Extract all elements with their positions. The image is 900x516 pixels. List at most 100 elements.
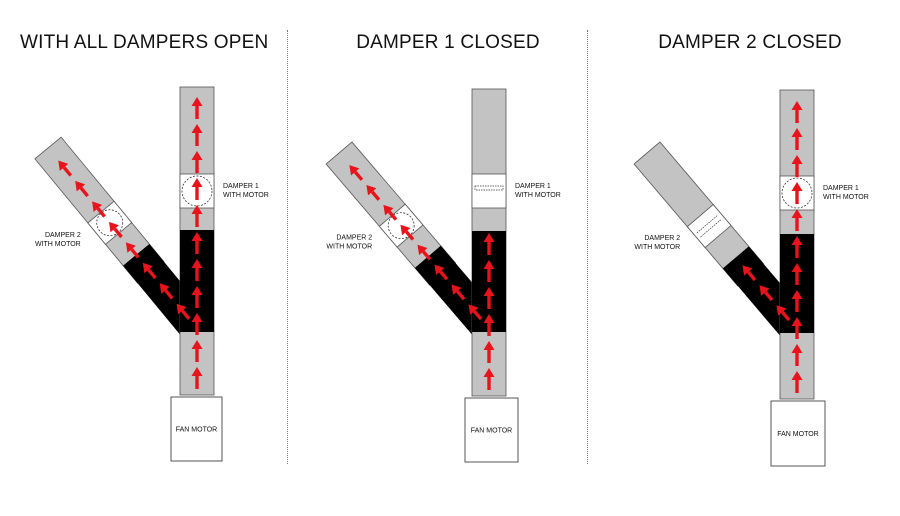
damper-1-label: DAMPER 1 (515, 183, 551, 190)
flow-arrow-head (191, 286, 203, 295)
flow-arrow-head (483, 368, 495, 377)
damper-2-label: WITH MOTOR (35, 241, 81, 248)
flow-arrow-shaft (130, 248, 140, 259)
panel-1-title: WITH ALL DAMPERS OPEN (20, 32, 269, 53)
flow-arrow-head (434, 264, 445, 275)
damper-2-blade-closed (700, 219, 722, 238)
damper-2-blade-open (387, 212, 415, 240)
panel-3-title: DAMPER 2 CLOSED (658, 32, 842, 53)
flow-arrow-head (791, 155, 803, 164)
damper-2-blade-closed (696, 214, 718, 234)
flow-arrow-head (366, 185, 377, 196)
flow-arrow-shaft (404, 230, 415, 241)
damper-2 (686, 204, 732, 249)
flow-arrow-shaft (746, 270, 757, 282)
flow-arrow-shaft (164, 289, 174, 300)
flow-arrow-head (791, 290, 803, 299)
flow-arrow-head (742, 265, 753, 276)
flow-arrow-head (159, 283, 170, 294)
flow-arrow-head (791, 209, 803, 218)
flow-arrow-head (191, 313, 203, 322)
damper-1-blade-closed (474, 185, 504, 191)
flow-arrow-head (191, 151, 203, 160)
flow-arrow-shaft (96, 207, 106, 218)
panel-1-diagram: FAN MOTOR DAMPER 1 WITH MOTOR DAMPER 2 WITH … (34, 86, 269, 462)
damper-1 (471, 173, 507, 209)
flow-arrow-shaft (353, 170, 364, 181)
flow-arrow-shaft (439, 270, 449, 281)
flow-arrow-head (58, 160, 69, 171)
flow-arrow-shaft (764, 290, 774, 302)
damper-1-label: WITH MOTOR (223, 192, 269, 199)
flow-arrow-head (468, 304, 479, 315)
flow-arrow-head (791, 263, 803, 272)
flow-arrow-shaft (370, 190, 381, 201)
flow-arrow-head (191, 97, 203, 106)
flow-arrow-shaft (387, 210, 398, 221)
flow-arrow-shaft (421, 250, 432, 261)
flow-arrow-shaft (79, 186, 90, 198)
flow-arrow-shaft (113, 227, 123, 239)
damper-1-label: WITH MOTOR (823, 194, 869, 201)
flow-arrow-head (191, 232, 203, 241)
flow-arrow-head (451, 284, 462, 295)
divider-1 (287, 30, 288, 464)
flow-arrow-shaft (181, 309, 191, 320)
flow-arrow-shaft (456, 290, 466, 301)
flow-arrow-shaft (781, 311, 791, 322)
damper-1-label: DAMPER 1 (223, 183, 259, 190)
flow-arrow-head (483, 314, 495, 323)
flow-arrow-head (191, 340, 203, 349)
flow-arrow-shaft (62, 166, 73, 177)
flow-arrow-head (791, 182, 803, 191)
panel-3-diagram: FAN MOTOR DAMPER 1 WITH MOTOR DAMPER 2 WITH … (633, 89, 869, 467)
damper-1-blade-open (181, 175, 213, 207)
damper-1-label: DAMPER 1 (823, 185, 859, 192)
divider-2 (587, 30, 588, 464)
flow-arrow-head (191, 124, 203, 133)
damper-2-label: WITH MOTOR (634, 244, 680, 251)
flow-arrow-head (125, 242, 136, 253)
damper-2-label: DAMPER 2 (336, 235, 372, 242)
flow-arrow-head (759, 285, 770, 296)
flow-arrow-head (75, 180, 86, 192)
flow-arrow-head (483, 233, 495, 242)
flow-arrow-head (92, 201, 103, 212)
fan-motor-box (170, 396, 223, 462)
flow-arrow-shaft (147, 268, 157, 280)
fan-motor-label: FAN MOTOR (777, 431, 818, 438)
flow-arrow-head (483, 341, 495, 350)
flow-arrow-shaft (473, 310, 483, 321)
flow-arrow-head (191, 367, 203, 376)
damper-1-blade-open (781, 177, 813, 209)
flow-arrow-head (400, 224, 411, 236)
panel-2-diagram: FAN MOTOR DAMPER 1 WITH MOTOR DAMPER 2 WITH … (325, 88, 561, 463)
flow-arrow-head (142, 262, 153, 274)
flow-arrow-head (383, 204, 394, 216)
fan-motor-label: FAN MOTOR (176, 427, 217, 434)
panel-2-title: DAMPER 1 CLOSED (356, 32, 540, 53)
fan-motor-box (464, 397, 519, 463)
damper-2-label: DAMPER 2 (45, 232, 81, 239)
flow-arrow-head (791, 317, 803, 326)
flow-arrow-head (776, 305, 787, 316)
flow-arrow-head (191, 178, 203, 187)
flow-arrow-head (191, 259, 203, 268)
flow-arrow-head (483, 260, 495, 269)
damper-2-label: DAMPER 2 (644, 235, 680, 242)
flow-arrow-head (483, 287, 495, 296)
damper-2-label: WITH MOTOR (326, 244, 372, 251)
flow-arrow-head (791, 101, 803, 110)
flow-arrow-head (791, 371, 803, 380)
damper-2-blade-open (96, 209, 124, 237)
flow-arrow-head (417, 244, 428, 256)
flow-arrow-head (176, 303, 187, 315)
damper-1-label: WITH MOTOR (515, 192, 561, 199)
flow-arrow-head (791, 128, 803, 137)
flow-arrow-head (791, 236, 803, 245)
flow-arrow-head (349, 165, 360, 176)
fan-motor-label: FAN MOTOR (471, 428, 512, 435)
flow-arrow-head (109, 221, 119, 233)
fan-motor-box (770, 400, 826, 467)
